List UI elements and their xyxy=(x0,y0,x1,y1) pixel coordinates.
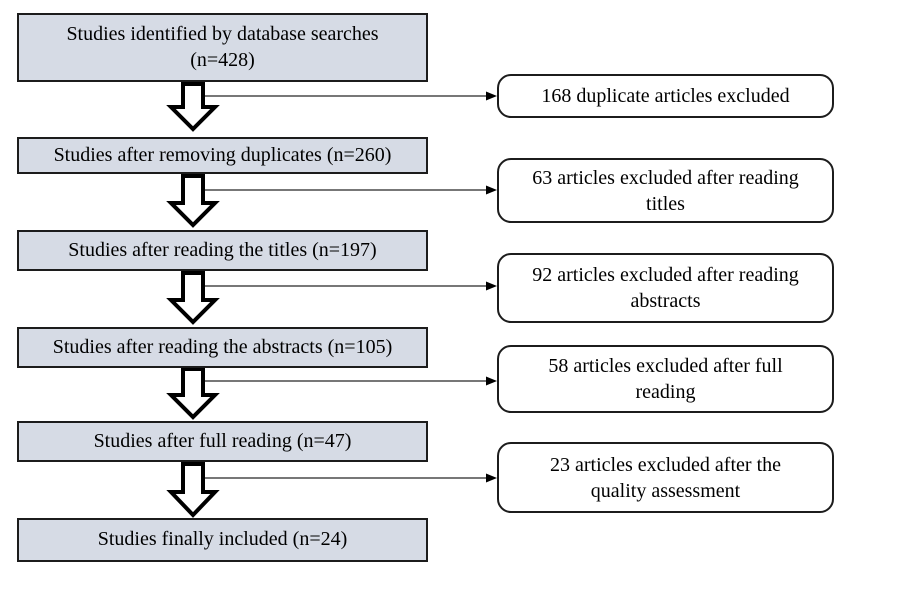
connector-arrow-abstracts xyxy=(204,281,497,291)
step-included: Studies finally included (n=24) xyxy=(17,518,428,562)
connector-arrow-quality xyxy=(204,473,497,483)
down-arrow-4 xyxy=(166,367,220,420)
down-arrow-5 xyxy=(166,462,220,518)
step-identified: Studies identified by database searches … xyxy=(17,13,428,82)
step-after-titles: Studies after reading the titles (n=197) xyxy=(17,230,428,271)
down-arrow-1 xyxy=(166,82,220,132)
connector-arrow-full-reading xyxy=(204,376,497,386)
connector-arrow-duplicates xyxy=(204,91,497,101)
down-arrow-2 xyxy=(166,174,220,228)
exclusion-quality: 23 articles excluded after the quality a… xyxy=(497,442,834,513)
exclusion-titles: 63 articles excluded after reading title… xyxy=(497,158,834,223)
connector-arrow-titles xyxy=(204,185,497,195)
step-after-full-reading: Studies after full reading (n=47) xyxy=(17,421,428,462)
exclusion-duplicates: 168 duplicate articles excluded xyxy=(497,74,834,118)
step-after-duplicates: Studies after removing duplicates (n=260… xyxy=(17,137,428,174)
exclusion-abstracts: 92 articles excluded after reading abstr… xyxy=(497,253,834,323)
down-arrow-3 xyxy=(166,271,220,325)
step-after-abstracts: Studies after reading the abstracts (n=1… xyxy=(17,327,428,368)
exclusion-full-reading: 58 articles excluded after full reading xyxy=(497,345,834,413)
